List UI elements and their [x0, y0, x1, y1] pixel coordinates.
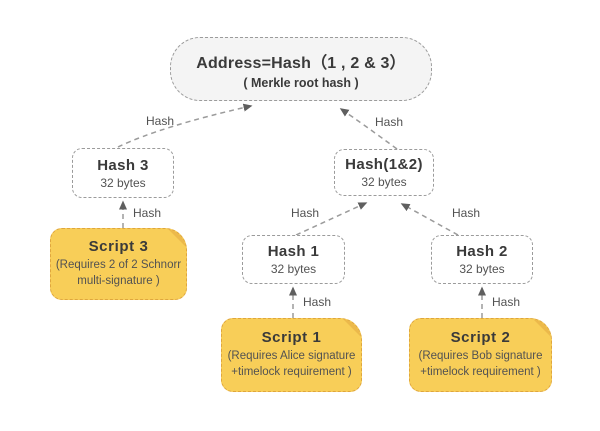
node-script-1: Script 1 (Requires Alice signature +time…	[221, 318, 362, 392]
folded-corner	[343, 319, 361, 337]
edge-label-hash: Hash	[133, 206, 162, 220]
edge-label-hash: Hash	[492, 295, 521, 309]
node-hash-2: Hash 2 32 bytes	[431, 235, 533, 284]
node-script-3: Script 3 (Requires 2 of 2 Schnorr multi-…	[50, 228, 187, 300]
node-hash-1: Hash 1 32 bytes	[242, 235, 345, 284]
script2-condition-line2: +timelock requirement )	[420, 366, 541, 378]
script2-title: Script 2	[450, 329, 511, 347]
address-root-subtitle: ( Merkle root hash )	[243, 75, 359, 90]
edge-label-hash: Hash	[375, 115, 404, 129]
script3-title: Script 3	[88, 238, 149, 256]
node-address-root: Address=Hash（1 , 2 & 3） ( Merkle root ha…	[170, 37, 432, 101]
node-hash-1and2: Hash(1&2) 32 bytes	[334, 149, 434, 196]
hash2-bytes: 32 bytes	[459, 262, 505, 276]
hash12-bytes: 32 bytes	[361, 175, 407, 189]
hash1-title: Hash 1	[267, 243, 320, 260]
edge-label-hash: Hash	[452, 206, 481, 220]
edge-hash3-to-root	[117, 103, 253, 148]
address-root-title: Address=Hash（1 , 2 & 3）	[196, 54, 406, 72]
hash12-title: Hash(1&2)	[345, 156, 423, 173]
hash3-title: Hash 3	[97, 156, 149, 174]
edge-label-hash: Hash	[303, 295, 332, 309]
script3-condition-line2: multi-signature )	[77, 275, 160, 287]
script1-title: Script 1	[261, 329, 322, 347]
script1-condition-line1: (Requires Alice signature	[227, 350, 356, 363]
hash3-bytes: 32 bytes	[100, 175, 146, 190]
node-script-2: Script 2 (Requires Bob signature +timelo…	[409, 318, 552, 392]
folded-corner	[533, 319, 551, 337]
node-hash-3: Hash 3 32 bytes	[72, 148, 174, 198]
hash2-title: Hash 2	[456, 243, 508, 260]
script3-condition-line1: (Requires 2 of 2 Schnorr	[55, 259, 182, 272]
folded-corner	[168, 229, 186, 247]
edge-label-hash: Hash	[291, 206, 320, 220]
hash1-bytes: 32 bytes	[270, 262, 317, 276]
script1-condition-line2: +timelock requirement )	[231, 366, 352, 378]
edge-label-hash: Hash	[146, 114, 175, 128]
script2-condition-line1: (Requires Bob signature	[418, 350, 543, 363]
edge-hash2-to-hash12	[400, 203, 459, 236]
